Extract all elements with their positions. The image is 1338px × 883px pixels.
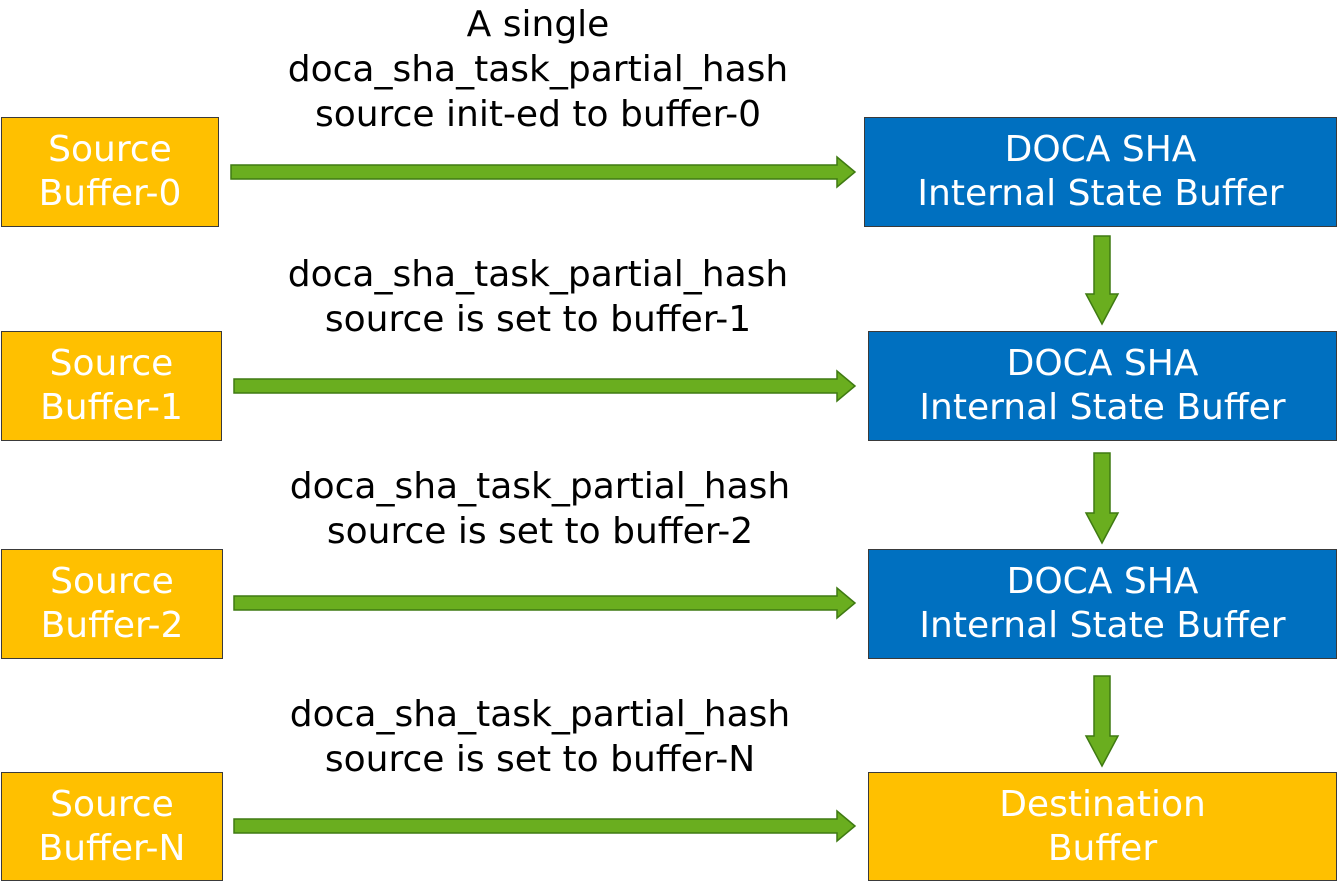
caption-buffer-2: doca_sha_task_partial_hash source is set… xyxy=(270,464,810,554)
caption-line: source is set to buffer-1 xyxy=(324,299,752,340)
box-label: Internal State Buffer xyxy=(919,605,1286,646)
caption-line: doca_sha_task_partial_hash xyxy=(289,694,791,735)
box-label: DOCA SHA xyxy=(1006,561,1199,602)
box-label: Buffer-2 xyxy=(40,605,184,646)
box-label: Destination xyxy=(999,783,1206,825)
box-label: Buffer-0 xyxy=(38,173,182,214)
caption-buffer-0: A single doca_sha_task_partial_hash sour… xyxy=(268,2,808,137)
source-buffer-n: Source Buffer-N xyxy=(1,772,223,881)
arrow-right-icon xyxy=(233,369,857,403)
caption-line: doca_sha_task_partial_hash xyxy=(289,466,791,507)
source-buffer-1: Source Buffer-1 xyxy=(1,331,222,441)
arrow-down-icon xyxy=(1084,452,1120,545)
box-label: Source xyxy=(49,343,174,384)
arrow-down-icon xyxy=(1084,675,1120,768)
arrow-right-icon xyxy=(230,155,857,189)
caption-buffer-1: doca_sha_task_partial_hash source is set… xyxy=(268,252,808,342)
caption-line: A single xyxy=(466,4,610,45)
internal-state-buffer-3: DOCA SHA Internal State Buffer xyxy=(868,549,1337,659)
internal-state-buffer-2: DOCA SHA Internal State Buffer xyxy=(868,331,1337,441)
caption-line: doca_sha_task_partial_hash xyxy=(287,49,789,90)
arrow-right-icon xyxy=(233,586,857,620)
box-label: DOCA SHA xyxy=(1006,343,1199,384)
caption-line: source init-ed to buffer-0 xyxy=(315,94,761,135)
internal-state-buffer-1: DOCA SHA Internal State Buffer xyxy=(864,117,1337,227)
destination-buffer: Destination Buffer xyxy=(868,772,1337,881)
caption-line: source is set to buffer-N xyxy=(324,739,756,780)
box-label: Buffer-N xyxy=(38,827,186,869)
box-label: Source xyxy=(50,561,174,602)
caption-line: source is set to buffer-2 xyxy=(326,511,754,552)
caption-buffer-n: doca_sha_task_partial_hash source is set… xyxy=(270,692,810,782)
box-label: Internal State Buffer xyxy=(919,387,1286,428)
source-buffer-2: Source Buffer-2 xyxy=(1,549,223,659)
source-buffer-0: Source Buffer-0 xyxy=(1,117,219,227)
caption-line: doca_sha_task_partial_hash xyxy=(287,254,789,295)
box-label: DOCA SHA xyxy=(1004,129,1197,170)
box-label: Buffer-1 xyxy=(40,387,183,428)
arrow-down-icon xyxy=(1084,235,1120,326)
arrow-right-icon xyxy=(233,809,857,843)
box-label: Internal State Buffer xyxy=(917,173,1284,214)
box-label: Source xyxy=(50,783,174,825)
box-label: Buffer xyxy=(1047,827,1158,869)
box-label: Source xyxy=(48,129,172,170)
